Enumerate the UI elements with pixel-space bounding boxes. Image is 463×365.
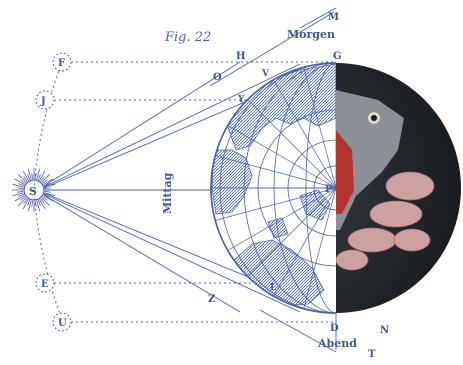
label-M: M: [328, 12, 339, 23]
left-circle-J: J: [36, 91, 54, 109]
sun-ray: [17, 188, 23, 189]
label-Y: Y: [237, 95, 245, 105]
left-circle-E: E: [36, 274, 54, 292]
label-P: P: [325, 184, 333, 195]
label-noon: Mittag: [161, 172, 174, 214]
svg-text:J: J: [40, 96, 46, 107]
sun-ray: [32, 173, 33, 179]
svg-text:F: F: [58, 58, 65, 69]
sun-ray: [45, 188, 51, 189]
sun-ray: [32, 201, 33, 207]
label-D: D: [330, 323, 339, 334]
figure-caption: Fig. 22: [164, 30, 211, 45]
label-Z: Z: [208, 294, 215, 305]
svg-text:E: E: [41, 279, 49, 290]
svg-text:U: U: [58, 318, 67, 329]
label-H: H: [236, 51, 245, 62]
label-L: L: [270, 283, 277, 293]
label-N: N: [380, 325, 389, 336]
sun-ray: [45, 191, 51, 192]
sun-label: S: [29, 185, 37, 198]
label-morning: Morgen: [287, 28, 335, 41]
label-G: G: [333, 51, 342, 62]
label-V: V: [261, 69, 270, 79]
left-circle-F: F: [53, 53, 71, 71]
label-T: T: [368, 349, 376, 360]
sun-ray: [17, 191, 23, 192]
label-evening: Abend: [317, 337, 357, 350]
left-circle-U: U: [53, 313, 71, 331]
label-O: O: [213, 72, 222, 83]
